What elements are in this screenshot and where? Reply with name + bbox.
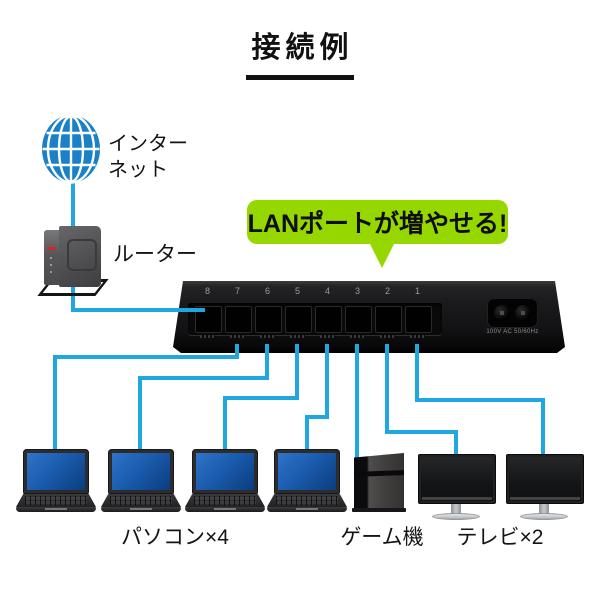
laptop-keys [276, 496, 338, 505]
console-base [352, 508, 406, 512]
power-spec-text: 100V AC 50/60Hz [486, 329, 539, 335]
power-inlet-hole [515, 305, 531, 321]
lan-port-2 [375, 306, 402, 338]
laptop-screen [278, 453, 336, 490]
laptop-keys [194, 496, 256, 505]
laptop-lid [192, 449, 258, 494]
router-side-inset [67, 239, 97, 271]
tv-stand-base [432, 513, 480, 520]
laptop-keyboard [16, 494, 96, 507]
tv-stand-base [520, 513, 568, 520]
port-number: 8 [204, 286, 210, 296]
laptop-keys [110, 496, 172, 505]
tv-monitor-icon [418, 452, 496, 520]
lan-port-5 [285, 306, 312, 338]
lan-port-7 [225, 306, 252, 338]
lan-port-4 [315, 306, 342, 338]
laptop-lid [23, 449, 89, 494]
laptop-keys [25, 496, 87, 505]
lan-port-1 [405, 306, 432, 338]
router-front-panel [44, 230, 59, 285]
tv-screen [418, 454, 496, 504]
port-number: 2 [384, 286, 390, 296]
laptop-keyboard [267, 494, 347, 507]
laptop-icon [16, 449, 96, 513]
port-number: 4 [324, 286, 330, 296]
laptop-screen [27, 453, 85, 490]
laptop-base [101, 507, 181, 512]
internet-label-line2: ネット [108, 159, 168, 181]
globe-icon [42, 114, 100, 184]
laptop-icon [101, 449, 181, 513]
router-led [50, 264, 52, 266]
laptop-screen [196, 453, 254, 490]
cable-port7-to-laptop1 [53, 344, 239, 456]
laptop-base [267, 507, 347, 512]
router-led [50, 257, 52, 259]
lan-port-3 [345, 306, 372, 338]
lan-port-6 [255, 306, 282, 338]
cable-port6-to-laptop2 [138, 344, 269, 456]
port-number: 6 [264, 286, 270, 296]
tv-monitor-icon [506, 452, 584, 520]
router-red-stripe [47, 247, 56, 250]
power-inlet [487, 298, 538, 328]
laptop-base [16, 507, 96, 512]
laptop-keyboard [185, 494, 265, 507]
page-title-wrap: 接続例 [0, 24, 600, 80]
tv-screen [506, 454, 584, 504]
lan-port-8 [195, 306, 222, 338]
power-inlet-hole [494, 305, 510, 321]
laptop-icon [267, 449, 347, 513]
console-body [354, 453, 404, 509]
router-side-panel [59, 226, 101, 287]
port-number: 7 [234, 286, 240, 296]
game-label: ゲーム機 [340, 526, 424, 549]
port-number: 5 [294, 286, 300, 296]
tvs-label: テレビ×2 [456, 526, 544, 549]
cable-port5-to-laptop3 [223, 344, 299, 456]
laptop-base [185, 507, 265, 512]
laptop-lid [274, 449, 340, 494]
tv-stand-neck [451, 504, 461, 514]
router-label: ルーター [113, 243, 197, 266]
laptop-lid [108, 449, 174, 494]
port-number: 1 [414, 286, 420, 296]
router-box-icon [37, 226, 109, 296]
internet-label-line1: インター [108, 133, 188, 155]
internet-label: インター ネット [108, 131, 188, 183]
tv-stand-neck [539, 504, 549, 514]
laptop-keyboard [101, 494, 181, 507]
cable-port2-to-tv1 [385, 344, 458, 460]
port-number: 3 [354, 286, 360, 296]
callout-bubble: LANポートが増やせる! [247, 200, 508, 268]
pcs-label: パソコン×4 [121, 526, 229, 549]
cable-router-to-port8 [71, 278, 205, 312]
page-title: 接続例 [246, 24, 354, 80]
cable-port1-to-tv2 [415, 344, 545, 460]
cable-port4-to-laptop4 [305, 344, 329, 456]
lan-switch-image: 8 7 6 5 4 3 2 1 100V AC 50/60Hz [173, 281, 565, 353]
router-led [50, 271, 52, 273]
game-console-icon [352, 451, 406, 513]
laptop-screen [112, 453, 170, 490]
laptop-icon [185, 449, 265, 513]
